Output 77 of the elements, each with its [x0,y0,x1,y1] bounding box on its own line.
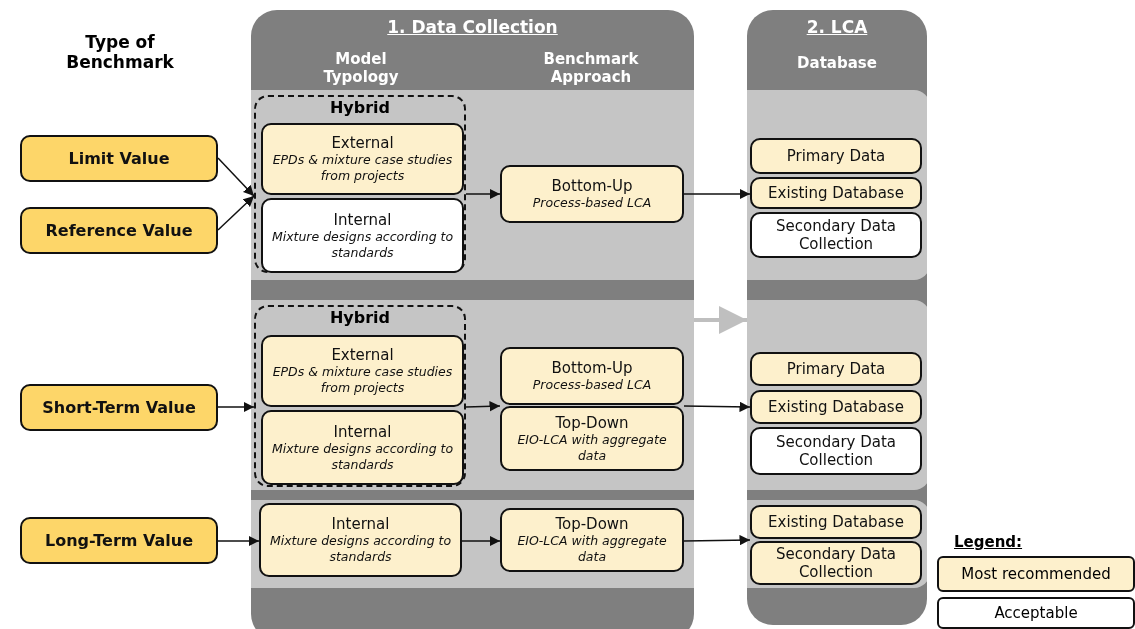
box-title: Existing Database [768,184,904,202]
box-description: Process-based LCA [531,377,653,393]
process-box [750,212,922,258]
group-title: Hybrid [328,307,392,329]
box-title: Reference Value [45,221,193,240]
box-title: Internal [331,515,390,533]
box-title: Limit Value [68,149,170,168]
process-box [750,505,922,539]
column-heading: 1. Data Collection [386,18,559,36]
box-title: Top-Down [555,515,629,533]
box-description: EIO-LCA with aggregate data [516,431,668,464]
legend-title: Legend: [954,532,1024,552]
box-title: External [331,134,394,152]
process-box [750,177,922,209]
box-title: Secondary Data Collection [775,433,897,469]
box-title: Primary Data [786,360,886,378]
process-box [261,123,464,195]
dashed-group-box [254,305,466,487]
process-box [500,406,684,471]
arrow [217,195,255,231]
box-title: Secondary Data Collection [775,545,897,581]
arrow [217,401,255,413]
arrow [217,535,260,547]
process-box [259,503,462,577]
arrow [217,157,255,197]
box-title: External [331,346,394,364]
benchmark-box [20,384,218,431]
box-title: Existing Database [768,398,904,416]
column-panel [747,10,927,625]
box-title: Long-Term Value [44,531,194,550]
benchmark-box [20,207,218,254]
column-subheading: Database [796,54,878,72]
process-box [261,198,464,273]
arrow [461,535,501,547]
process-box [500,165,684,223]
process-box [500,347,684,405]
benchmark-box [20,517,218,564]
arrow [683,534,751,546]
arrow [465,188,501,200]
box-description: Process-based LCA [531,195,653,211]
box-title: Existing Database [768,513,904,531]
process-box [750,541,922,585]
box-description: EPDs & mixture case studies from projects [271,152,454,184]
box-description: EPDs & mixture case studies from projects [271,364,454,396]
arrow [683,401,751,413]
arrow [683,188,751,200]
column-heading: Type of Benchmark [65,32,175,72]
process-box [750,427,922,475]
box-title: Top-Down [555,413,629,432]
arrow [694,306,747,334]
process-box [500,508,684,572]
process-box [261,410,464,485]
box-description: Mixture designs according to standards [270,228,455,261]
box-description: Mixture designs according to standards [268,533,453,565]
box-title: Internal [333,210,392,229]
column-heading: 2. LCA [805,18,869,36]
box-title: Primary Data [786,147,886,165]
process-box [261,335,464,407]
process-box [750,352,922,386]
box-title: Secondary Data Collection [775,217,897,253]
box-description: Mixture designs according to standards [270,440,455,473]
legend-text: Acceptable [994,604,1078,622]
group-title: Hybrid [328,97,392,119]
box-title: Internal [333,422,392,441]
column-panel [251,10,694,629]
process-box [750,390,922,424]
dashed-group-box [254,95,466,273]
arrow [465,401,501,412]
box-title: Bottom-Up [551,359,633,377]
box-description: EIO-LCA with aggregate data [516,533,668,565]
benchmark-box [20,135,218,182]
box-title: Short-Term Value [42,398,196,417]
column-subheading: Benchmark Approach [542,50,640,86]
legend-text: Most recommended [961,565,1111,583]
box-title: Bottom-Up [551,177,633,195]
process-box [750,138,922,174]
column-subheading: Model Typology [322,50,400,86]
